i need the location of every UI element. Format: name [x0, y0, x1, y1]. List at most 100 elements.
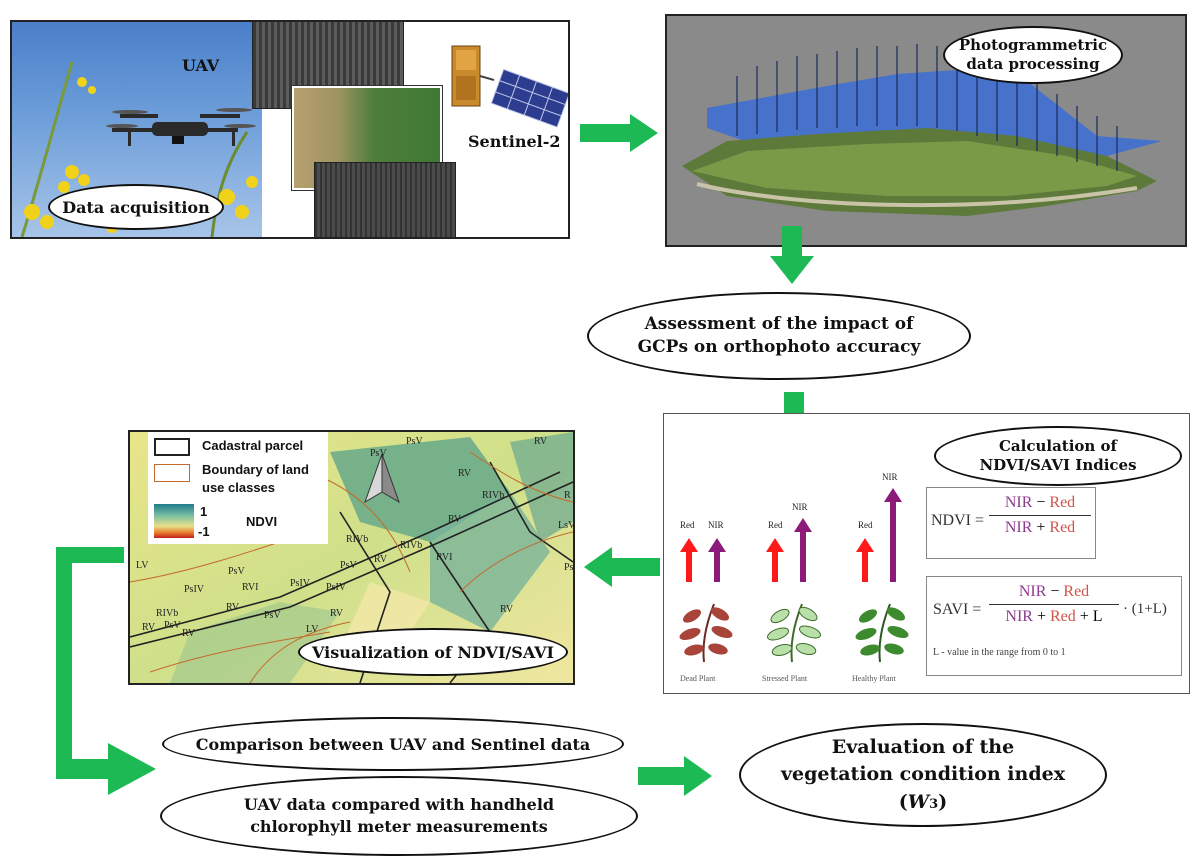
map-label: RV [226, 602, 240, 613]
data-acquisition-caption: Data acquisition [62, 197, 210, 217]
legend-ndvi-max: 1 [200, 504, 208, 519]
map-label: RVI [242, 582, 259, 593]
arrow-left-1 [584, 547, 660, 587]
nir-label: NIR [792, 502, 808, 512]
map-label: PsV [406, 436, 423, 447]
uav-label: UAV [182, 56, 220, 75]
plant-column-stressed: Red NIR Stressed Plant [756, 484, 846, 689]
sentinel-label: Sentinel-2 [468, 132, 561, 151]
map-label: PsV [370, 448, 387, 459]
arrow-right-1 [580, 114, 658, 152]
map-label: RV [374, 554, 388, 565]
point-cloud-art [682, 44, 1162, 216]
map-label: LV [306, 624, 319, 635]
savi-lhs: SAVI = [933, 601, 982, 618]
map-label: RV [182, 628, 196, 639]
data-acquisition-ellipse: Data acquisition [48, 184, 224, 230]
savi-denominator: NIR + Red + L [1005, 608, 1103, 625]
sentinel-comparison-caption: Comparison between UAV and Sentinel data [195, 734, 591, 754]
legend-boundary-label-2: use classes [202, 480, 276, 495]
ndvi-numerator: NIR − Red [1004, 494, 1076, 511]
arrow-pair-icon [766, 518, 812, 582]
visualization-ellipse: Visualization of NDVI/SAVI [298, 628, 568, 676]
map-label: PsIV [326, 582, 347, 593]
map-label: LV [136, 560, 149, 571]
imagery-tile-2 [314, 162, 456, 237]
legend-ndvi-label: NDVI [246, 514, 278, 529]
map-label: LsV [558, 520, 575, 531]
ndvi-fraction: NIR − Red NIR + Red [989, 494, 1091, 537]
map-legend: Cadastral parcel Boundary of land use cl… [148, 432, 328, 544]
legend-parcel-label: Cadastral parcel [202, 438, 304, 453]
arrow-down-1 [770, 226, 814, 284]
plant-column-dead: Red NIR Dead Plant [670, 484, 760, 689]
assessment-caption: Assessment of the impact of GCPs on orth… [637, 314, 921, 357]
map-label: PsIV [290, 578, 311, 589]
visualization-panel: PsVPsVRVPsVRVRIVbRLVPsIVPsVRIVbRIVbPsVRV… [128, 430, 575, 685]
calculation-panel: Red NIR Dead Plant Red NIR [663, 413, 1190, 694]
map-label: PsV [228, 566, 245, 577]
plant-column-healthy: Red NIR Healthy Plant [846, 464, 926, 689]
savi-fraction: NIR − Red NIR + Red + L [989, 583, 1119, 626]
visualization-caption: Visualization of NDVI/SAVI [312, 642, 554, 662]
red-label: Red [680, 520, 695, 530]
ndvi-fraction-bar [989, 515, 1091, 516]
ndvi-denominator: NIR + Red [1004, 519, 1076, 536]
drone-icon [106, 108, 256, 146]
map-label: RV [458, 468, 472, 479]
savi-tail: · (1+L) [1123, 601, 1167, 617]
photogrammetry-ellipse: Photogrammetric data processing [943, 26, 1123, 84]
legend-boundary-swatch [154, 464, 190, 482]
map-label: RV [534, 436, 548, 447]
map-label: RV [448, 514, 462, 525]
photogrammetry-panel: Photogrammetric data processing [665, 14, 1187, 247]
calculation-ellipse: Calculation of NDVI/SAVI Indices [934, 426, 1182, 486]
data-acquisition-panel: UAV Sentinel-2 Data acquisition [10, 20, 570, 239]
healthy-plant-icon [855, 603, 909, 663]
nir-label: NIR [708, 520, 724, 530]
map-label: RIVb [400, 540, 423, 551]
calculation-caption: Calculation of NDVI/SAVI Indices [979, 436, 1137, 475]
map-label: RV [500, 604, 514, 615]
satellite-icon [451, 45, 568, 128]
stressed-plant-label: Stressed Plant [762, 674, 808, 683]
savi-formula-box: SAVI = NIR − Red NIR + Red + L · (1+L) L… [926, 576, 1182, 676]
map-label: RIVb [346, 534, 369, 545]
arrow-l-shape [56, 547, 156, 795]
dead-plant-icon [679, 603, 733, 663]
legend-ndvi-min: -1 [198, 524, 210, 539]
map-label: Ps [564, 562, 574, 573]
ndvi-lhs: NDVI = [931, 512, 985, 529]
map-label: PsV [340, 560, 357, 571]
legend-parcel-swatch [154, 438, 190, 456]
evaluation-ellipse: Evaluation of the vegetation condition i… [739, 723, 1107, 827]
map-label: RV [142, 622, 156, 633]
map-label: R [564, 490, 571, 501]
savi-note: L - value in the range from 0 to 1 [933, 647, 1066, 658]
map-label: RIVb [482, 490, 505, 501]
healthy-plant-label: Healthy Plant [852, 674, 896, 683]
north-arrow-icon [364, 453, 400, 504]
evaluation-caption: Evaluation of the vegetation condition i… [780, 735, 1066, 813]
map-label: RIVb [156, 608, 179, 619]
map-label: PsIV [184, 584, 205, 595]
arrow-pair-icon [680, 538, 726, 582]
map-label: PsV [264, 610, 281, 621]
ndvi-formula-box: NDVI = NIR − Red NIR + Red [926, 487, 1096, 559]
legend-boundary-label-1: Boundary of land [202, 462, 309, 477]
dead-plant-label: Dead Plant [680, 674, 716, 683]
sentinel-comparison-ellipse: Comparison between UAV and Sentinel data [162, 717, 624, 771]
arrow-right-2 [638, 756, 712, 796]
red-label: Red [858, 520, 873, 530]
legend-ndvi-swatch [154, 504, 194, 538]
assessment-ellipse: Assessment of the impact of GCPs on orth… [587, 292, 971, 380]
map-label: RVI [436, 552, 453, 563]
nir-label: NIR [882, 472, 898, 482]
stressed-plant-icon [767, 603, 821, 663]
map-label: RV [330, 608, 344, 619]
red-label: Red [768, 520, 783, 530]
chlorophyll-comparison-caption: UAV data compared with handheld chloroph… [243, 795, 555, 836]
map-label: PsV [164, 620, 181, 631]
photogrammetry-caption: Photogrammetric data processing [958, 35, 1108, 74]
chlorophyll-comparison-ellipse: UAV data compared with handheld chloroph… [160, 776, 638, 856]
